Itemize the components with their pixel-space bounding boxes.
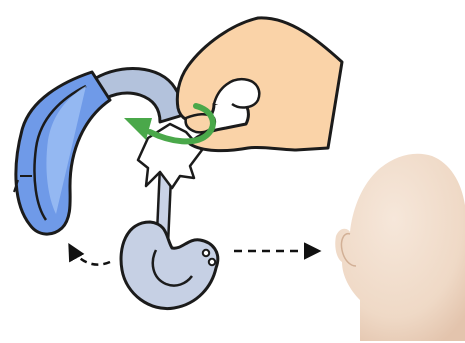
dashed-arrow-left-icon [70,246,110,265]
hearing-aid-body-icon [14,72,110,234]
head-back-icon [335,154,465,341]
hand-icon [177,18,342,151]
ear-hook-icon [96,69,182,122]
